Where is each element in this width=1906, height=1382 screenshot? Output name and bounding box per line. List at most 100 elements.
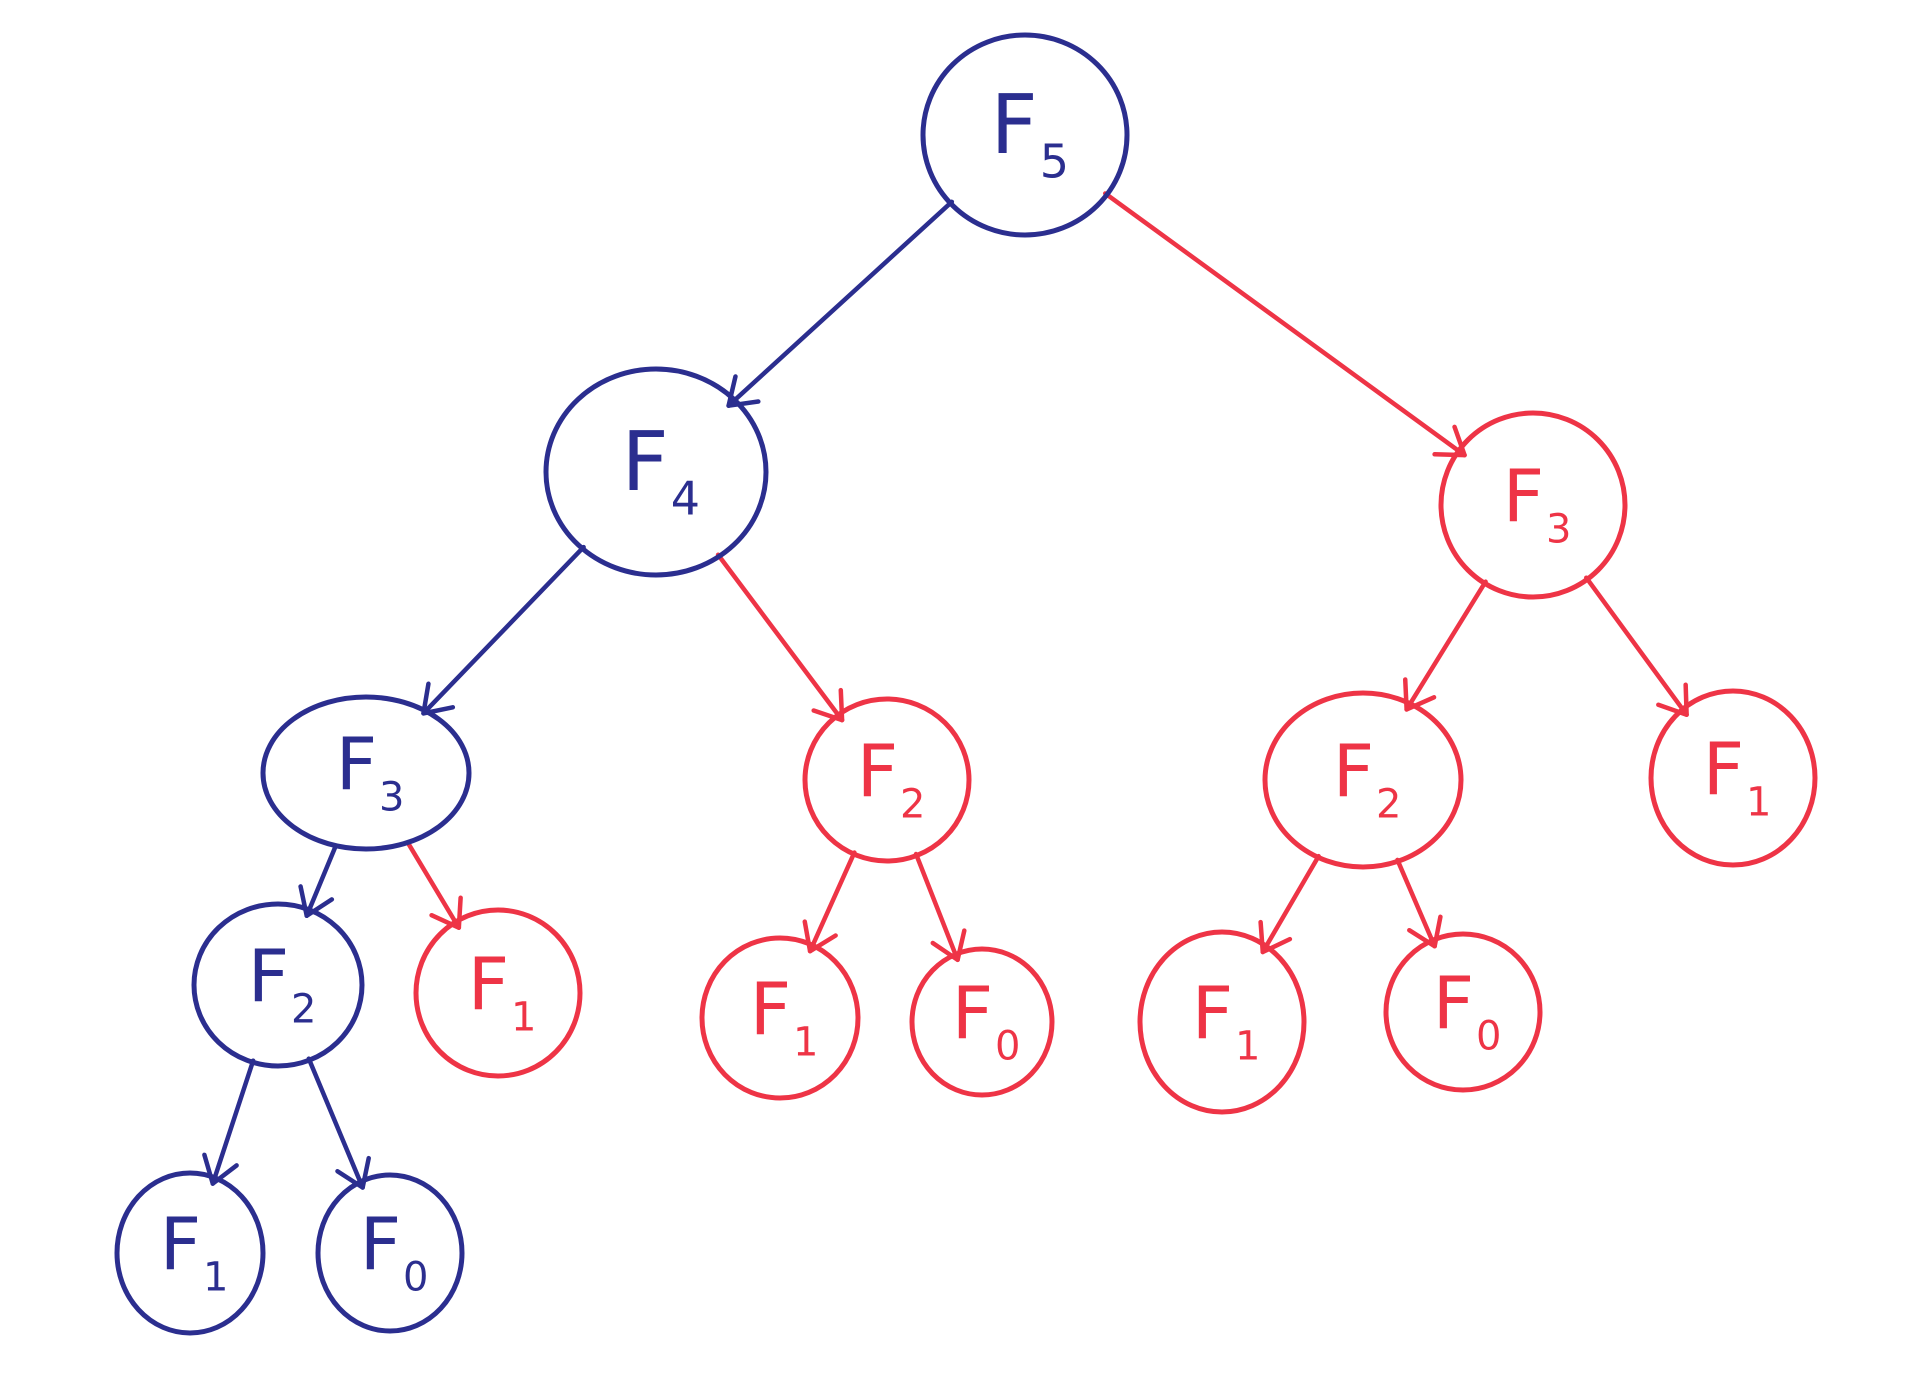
edge-line bbox=[1103, 191, 1467, 458]
edge-line bbox=[421, 544, 586, 716]
node-letter: F bbox=[1433, 961, 1474, 1045]
arrowhead-icon bbox=[811, 687, 845, 723]
node-subscript: 2 bbox=[291, 986, 316, 1032]
node-letter: F bbox=[857, 729, 898, 813]
edges-layer bbox=[202, 191, 1689, 1190]
arrowhead-icon bbox=[429, 895, 463, 930]
node-subscript: 1 bbox=[1746, 779, 1771, 825]
node-circle bbox=[909, 946, 1055, 1098]
node-letter: F bbox=[360, 1202, 401, 1286]
edge-n3-to-n7 bbox=[298, 843, 338, 919]
node-letter: F bbox=[160, 1202, 201, 1286]
node-subscript: 5 bbox=[1040, 135, 1069, 189]
node-letter: F bbox=[1333, 729, 1374, 813]
node-subscript: 0 bbox=[995, 1023, 1020, 1069]
node-letter: F bbox=[622, 415, 669, 510]
edge-line bbox=[913, 851, 960, 963]
node-letter: F bbox=[952, 971, 993, 1055]
node-subscript: 2 bbox=[900, 781, 925, 827]
edge-line bbox=[306, 1056, 365, 1190]
edge-n2-to-n6 bbox=[1584, 575, 1689, 717]
edge-n1-to-n4 bbox=[715, 552, 845, 723]
node-circle bbox=[315, 1172, 465, 1334]
node-letter: F bbox=[750, 967, 791, 1051]
node-circle bbox=[114, 1170, 266, 1336]
arrowhead-icon bbox=[726, 374, 761, 408]
node-letter: F bbox=[336, 722, 377, 806]
node-circle bbox=[1137, 929, 1307, 1115]
edge-line bbox=[304, 843, 338, 919]
node-letter: F bbox=[1503, 454, 1544, 538]
node-circle bbox=[802, 696, 972, 864]
node-subscript: 3 bbox=[1546, 506, 1571, 552]
edge-n3-to-n8 bbox=[406, 841, 463, 930]
node-subscript: 4 bbox=[671, 472, 700, 526]
edge-n0-to-n1 bbox=[726, 199, 955, 408]
node-subscript: 0 bbox=[403, 1254, 428, 1300]
node-subscript: 0 bbox=[1476, 1013, 1501, 1059]
node-circle bbox=[1648, 688, 1818, 868]
node-subscript: 1 bbox=[1235, 1023, 1260, 1069]
node-circle bbox=[1262, 690, 1464, 870]
node-subscript: 1 bbox=[203, 1254, 228, 1300]
node-circle bbox=[920, 32, 1130, 238]
edge-n7-to-n14 bbox=[306, 1056, 371, 1190]
node-letter: F bbox=[1703, 727, 1744, 811]
arrowhead-icon bbox=[1407, 914, 1443, 949]
edge-line bbox=[210, 1058, 256, 1186]
edge-n2-to-n5 bbox=[1402, 579, 1488, 712]
edge-n4-to-n9 bbox=[802, 850, 857, 954]
arrowhead-icon bbox=[1432, 424, 1467, 458]
arrowhead-icon bbox=[335, 1155, 371, 1190]
edge-n7-to-n13 bbox=[202, 1058, 256, 1186]
node-letter: F bbox=[248, 934, 289, 1018]
edge-line bbox=[807, 850, 857, 954]
edge-n1-to-n3 bbox=[421, 544, 586, 716]
node-circle bbox=[260, 694, 472, 852]
edge-line bbox=[406, 841, 462, 930]
node-subscript: 1 bbox=[511, 994, 536, 1040]
edge-line bbox=[1404, 579, 1488, 712]
edge-n4-to-n10 bbox=[913, 851, 967, 963]
node-circle bbox=[699, 935, 861, 1101]
node-subscript: 1 bbox=[793, 1019, 818, 1065]
edge-n5-to-n12 bbox=[1395, 857, 1443, 949]
node-circle bbox=[191, 901, 365, 1069]
arrowhead-icon bbox=[1258, 919, 1293, 955]
edge-line bbox=[715, 552, 845, 723]
node-circle bbox=[413, 907, 583, 1079]
arrowhead-icon bbox=[202, 1152, 239, 1186]
edge-line bbox=[1260, 853, 1321, 955]
edge-line bbox=[1395, 857, 1437, 949]
node-circle bbox=[1383, 931, 1543, 1093]
node-circle bbox=[1438, 410, 1628, 600]
edge-line bbox=[1584, 575, 1689, 717]
node-letter: F bbox=[1192, 971, 1233, 1055]
arrowhead-icon bbox=[802, 919, 838, 954]
edge-line bbox=[726, 199, 955, 408]
edge-n0-to-n2 bbox=[1103, 191, 1467, 458]
arrowhead-icon bbox=[1402, 677, 1437, 712]
arrowhead-icon bbox=[930, 928, 967, 963]
edge-n5-to-n11 bbox=[1258, 853, 1321, 955]
arrowhead-icon bbox=[1656, 682, 1689, 717]
node-circle bbox=[543, 366, 769, 578]
node-subscript: 2 bbox=[1376, 781, 1401, 827]
node-letter: F bbox=[991, 78, 1038, 173]
